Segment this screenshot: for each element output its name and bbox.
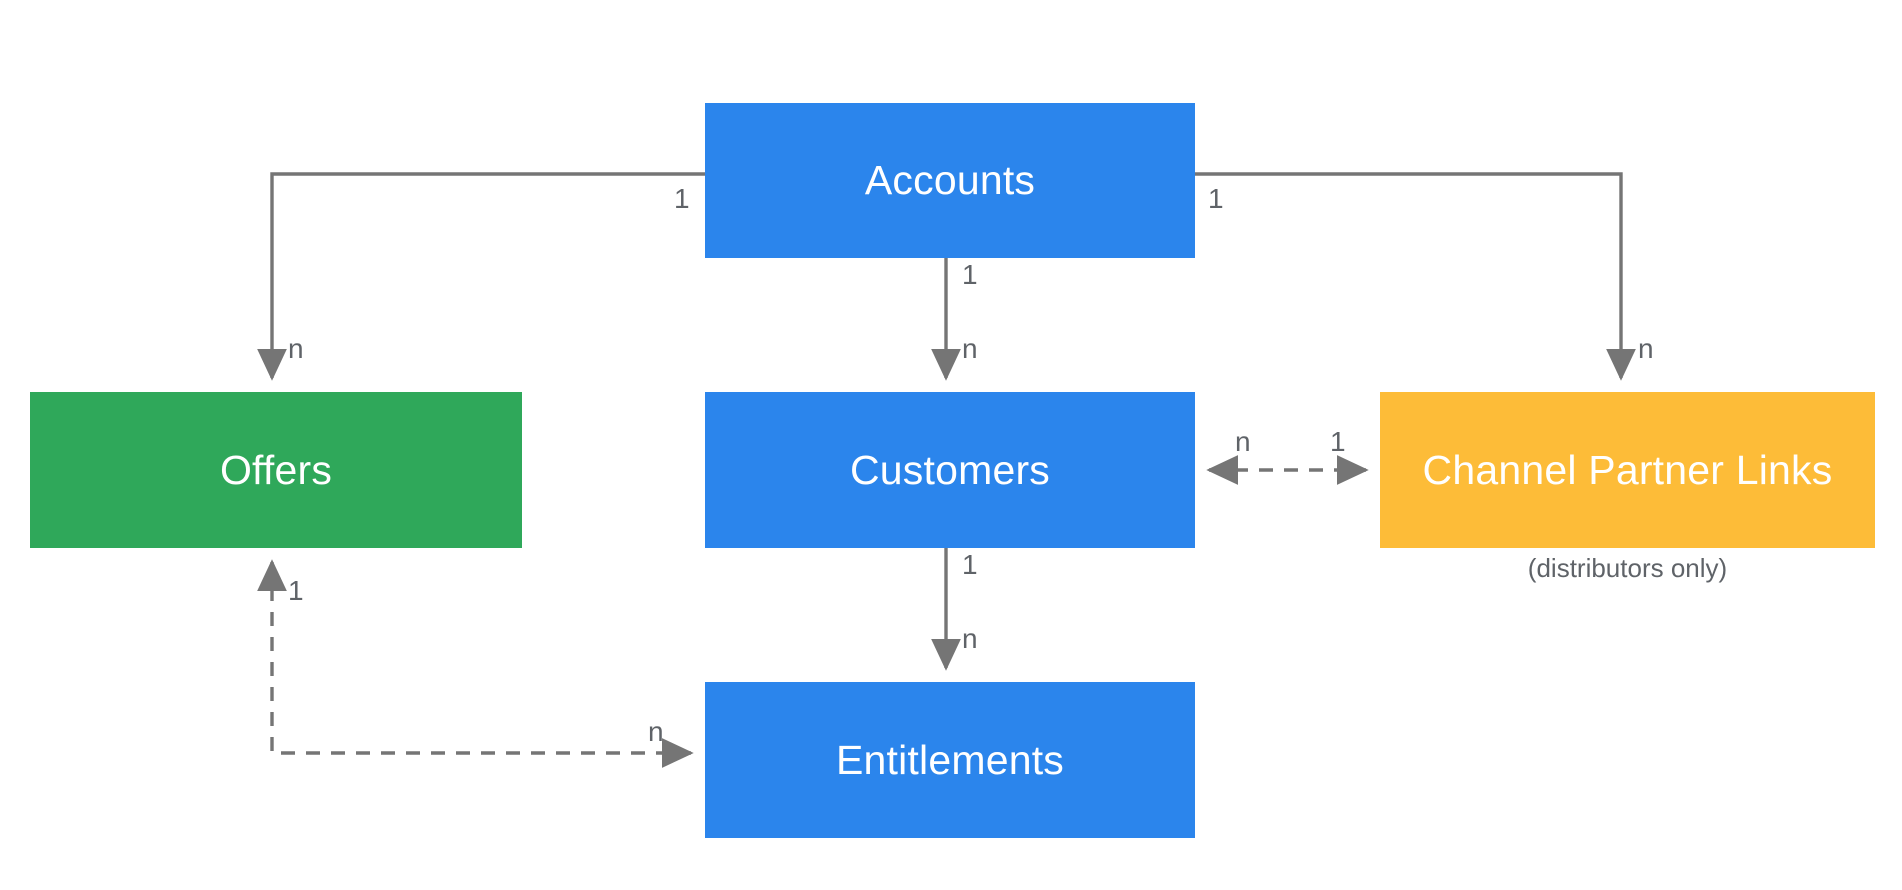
- cardinality-customers-down-one: 1: [962, 549, 978, 580]
- node-accounts[interactable]: Accounts: [705, 103, 1195, 258]
- node-offers-label: Offers: [219, 446, 333, 493]
- node-customers[interactable]: Customers: [705, 392, 1195, 548]
- cardinality-entitlements-side-many: n: [648, 716, 664, 747]
- node-channel-partner-links-label: Channel Partner Links: [1422, 446, 1833, 493]
- edge-accounts-offers: [257, 172, 705, 381]
- node-channel-partner-links[interactable]: Channel Partner Links: [1380, 392, 1875, 548]
- cardinality-offers-up-one: 1: [288, 575, 304, 606]
- cardinality-offers-many: n: [288, 333, 304, 364]
- node-customers-label: Customers: [849, 446, 1050, 493]
- cardinality-customers-side-many: n: [1235, 426, 1251, 457]
- cardinality-entitlements-many: n: [962, 623, 978, 654]
- cardinality-channel-side-one: 1: [1330, 426, 1346, 457]
- node-entitlements-label: Entitlements: [835, 736, 1064, 783]
- edge-accounts-channel-partner-links: [1195, 172, 1636, 381]
- edge-offers-entitlements: [257, 559, 694, 768]
- channel-partner-note: (distributors only): [1527, 553, 1728, 583]
- node-offers[interactable]: Offers: [30, 392, 522, 548]
- cardinality-accounts-left-one: 1: [674, 183, 690, 214]
- cardinality-customers-many: n: [962, 333, 978, 364]
- node-entitlements[interactable]: Entitlements: [705, 682, 1195, 838]
- node-accounts-label: Accounts: [864, 157, 1036, 203]
- cardinality-accounts-right-one: 1: [1208, 183, 1224, 214]
- cardinality-channel-many: n: [1638, 333, 1654, 364]
- cardinality-accounts-down-one: 1: [962, 259, 978, 290]
